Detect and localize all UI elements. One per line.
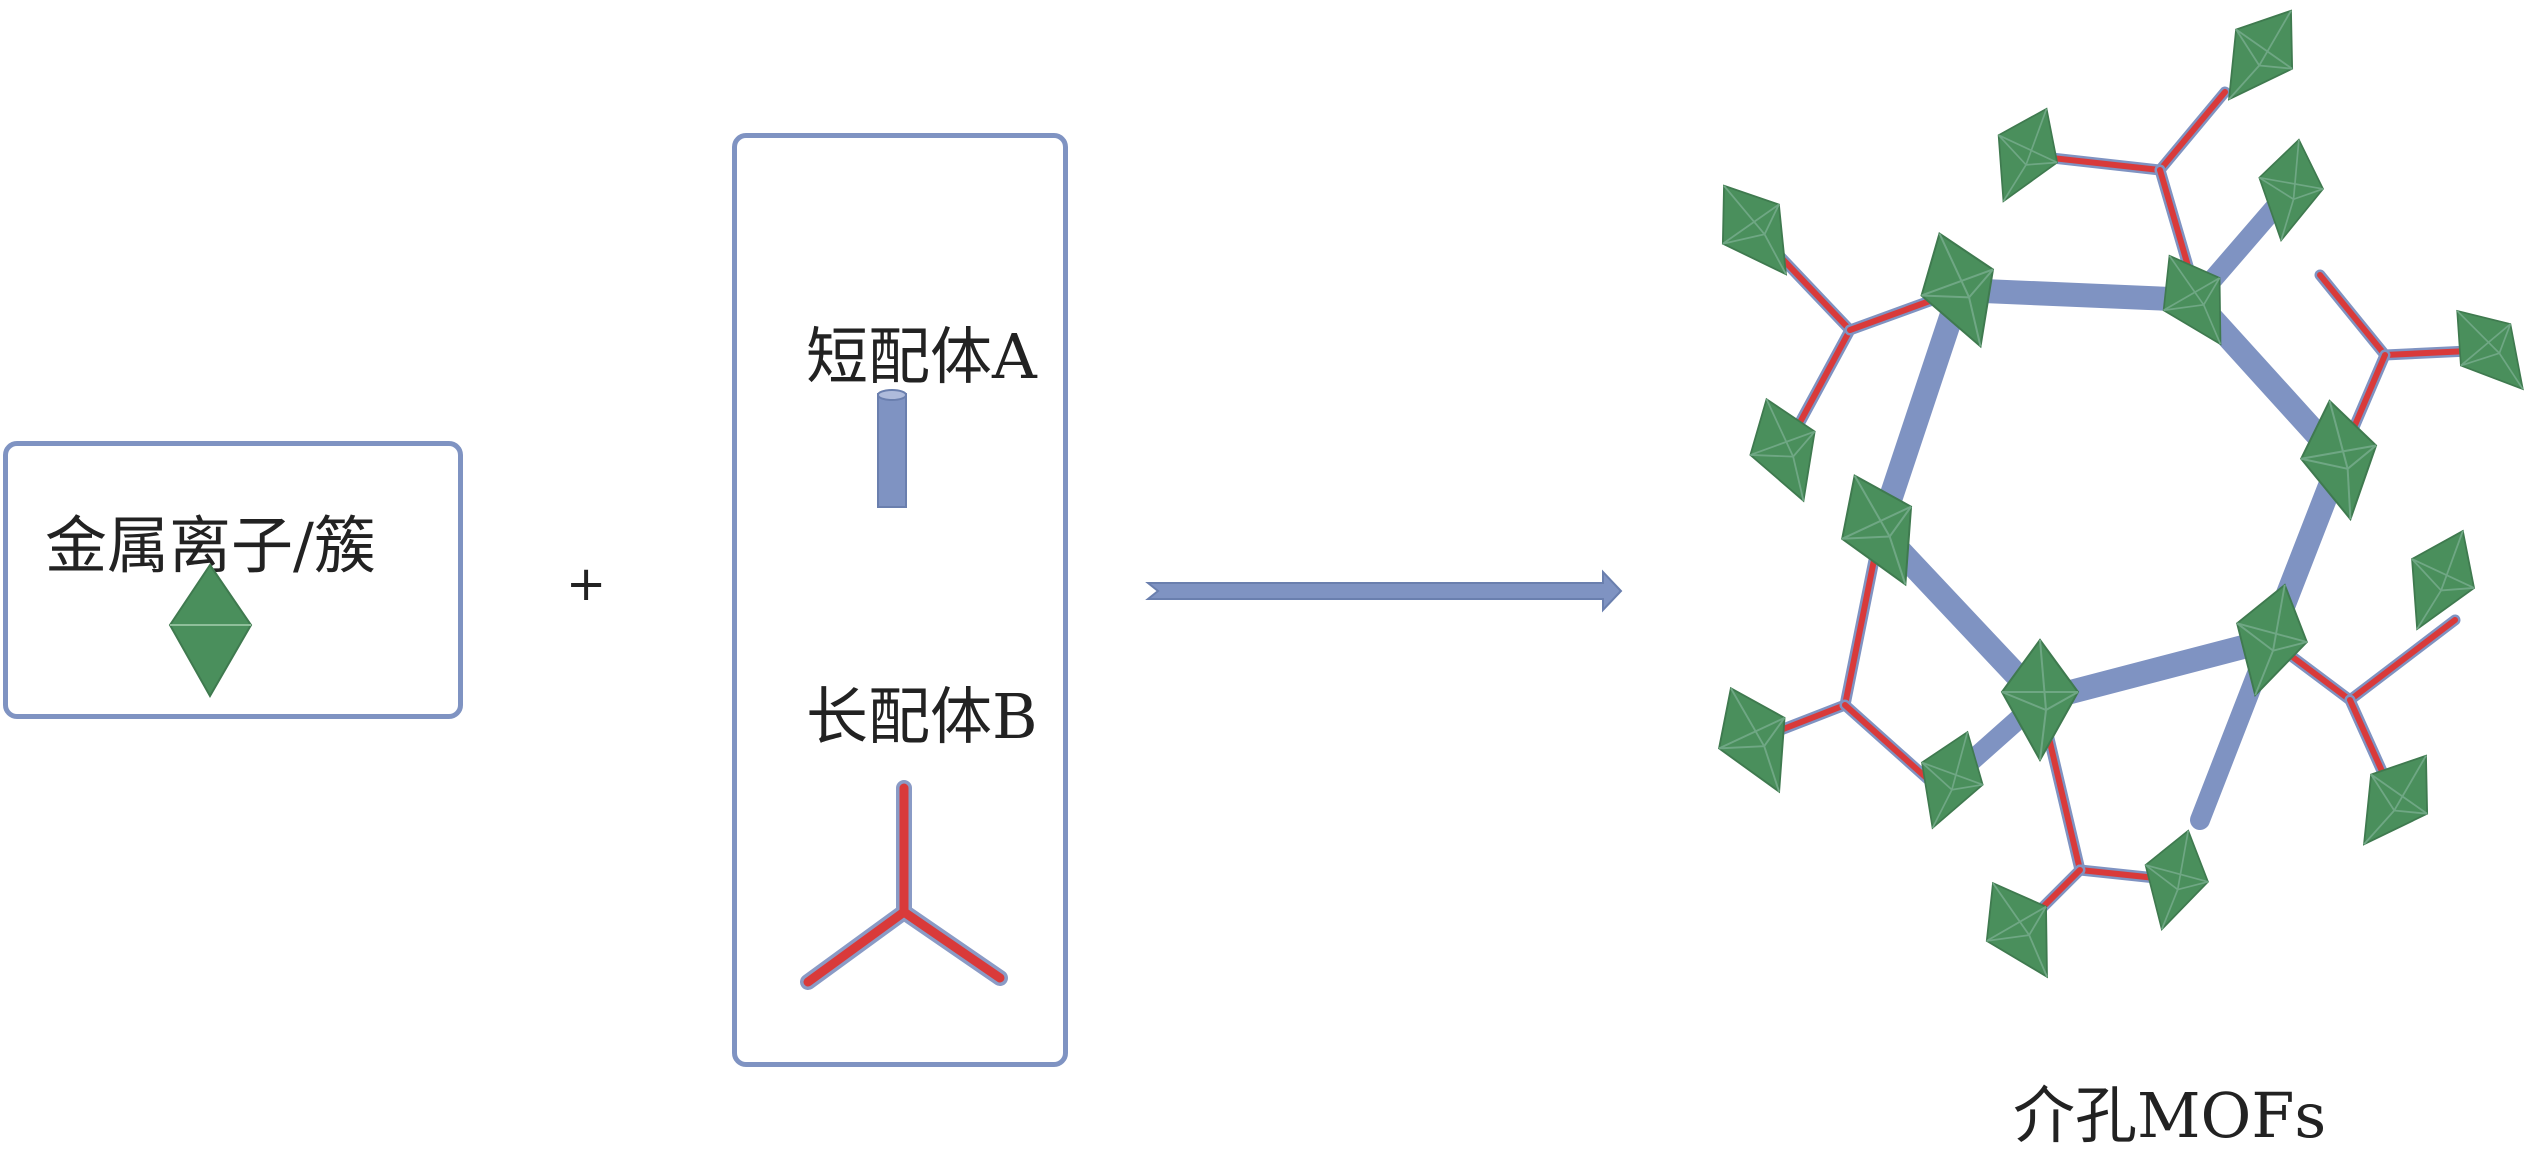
metal-cluster-octahedron	[2236, 583, 2308, 697]
metal-cluster-octahedron	[2258, 138, 2324, 242]
short-ligand-rod	[1948, 278, 2207, 312]
metal-cluster-octahedron	[2456, 309, 2524, 391]
short-ligand-rod-icon	[877, 389, 907, 508]
metal-cluster-octahedron	[1985, 881, 2048, 979]
metal-cluster-octahedron	[2411, 529, 2476, 631]
metal-cluster-octahedron	[1997, 107, 2059, 203]
metal-cluster-octahedron	[2300, 399, 2378, 522]
short-ligand-rod	[1868, 278, 1972, 542]
metal-node-box	[3, 441, 463, 719]
metal-cluster-octahedron	[2162, 254, 2222, 346]
metal-cluster-octahedron	[1921, 730, 1984, 830]
metal-cluster-octahedron	[2000, 638, 2080, 763]
metal-cluster-octahedron	[1749, 397, 1816, 503]
reaction-arrow-icon	[1145, 569, 1623, 613]
long-ligand-arm	[2317, 272, 2388, 358]
metal-cluster-octahedron	[1920, 232, 1995, 349]
long-ligand-label: 长配体B	[806, 680, 1038, 753]
metal-cluster-octahedron	[1721, 184, 1788, 276]
metal-cluster-octahedron	[2362, 754, 2429, 846]
metal-cluster-octahedron	[1718, 686, 1786, 794]
long-ligand-arm	[2157, 89, 2228, 173]
long-ligand-arm	[2347, 617, 2458, 703]
short-ligand-label: 短配体A	[806, 320, 1037, 393]
short-ligand-rod	[2028, 628, 2282, 712]
long-ligand-tripod-icon	[800, 780, 1008, 990]
plus-sign: +	[566, 556, 607, 612]
metal-cluster-octahedron	[2227, 9, 2294, 101]
mof-framework-icon	[1718, 9, 2524, 979]
metal-cluster-octahedron	[1841, 474, 1913, 587]
metal-octahedron-icon	[168, 563, 253, 699]
metal-cluster-octahedron	[2144, 829, 2209, 931]
mesoporous-mof-label: 介孔MOFs	[2013, 1079, 2327, 1152]
